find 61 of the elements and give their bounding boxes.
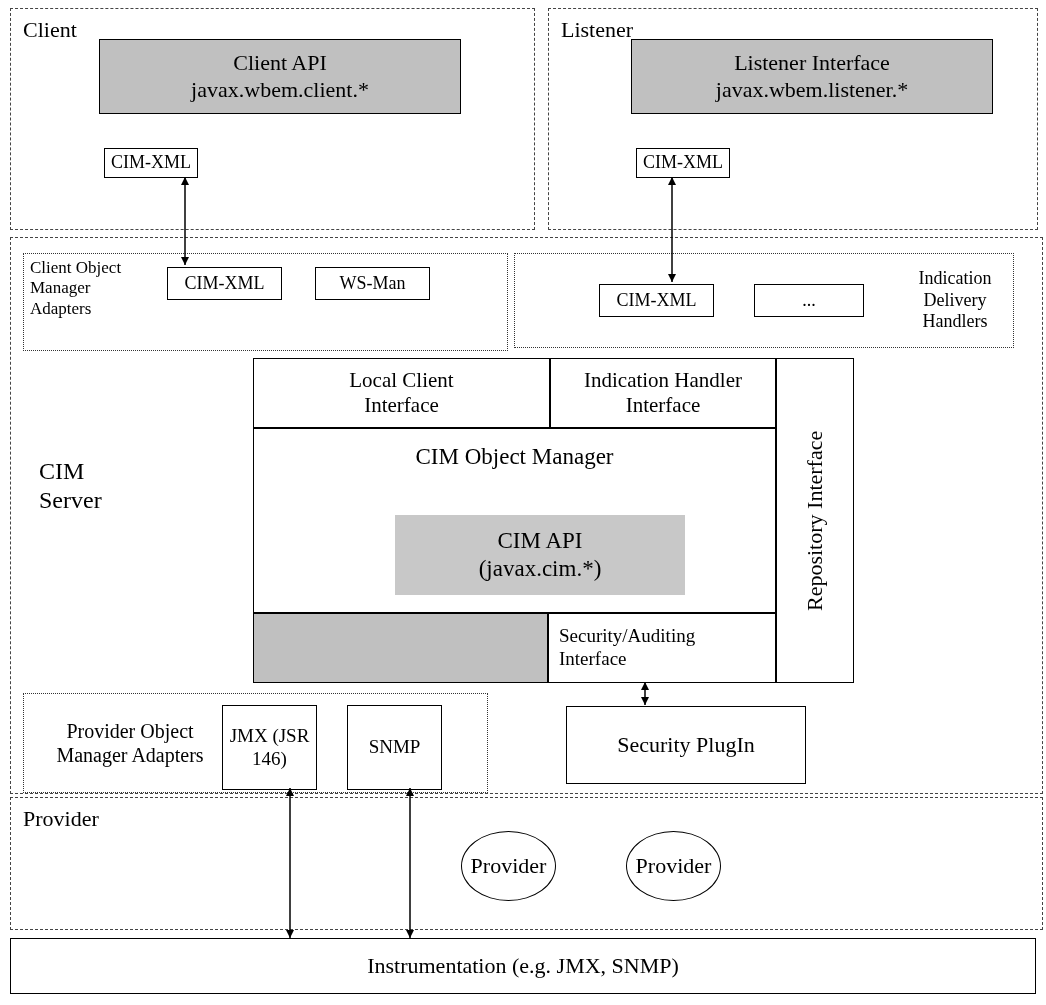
component-label: JMX (JSR 146): [229, 724, 310, 771]
dotted-group-box: [23, 253, 508, 351]
package-name: (javax.cim.*): [478, 555, 602, 583]
component-box: [599, 284, 714, 317]
double-arrow: [641, 681, 649, 706]
double-arrow: [668, 176, 676, 283]
component-label: CIM-XML: [111, 152, 191, 174]
component-box: [347, 705, 442, 790]
component-box: [315, 267, 430, 300]
component-label: ...: [802, 289, 816, 312]
component-box: [253, 428, 776, 613]
group-title: Listener: [561, 17, 634, 44]
component-label: SNMP: [368, 736, 421, 759]
group-title: Provider Object Manager Adapters: [55, 719, 205, 767]
group-title: Client Object Manager Adapters: [30, 258, 123, 320]
dotted-group-box: [514, 253, 1014, 348]
package-name: javax.wbem.listener.*: [715, 76, 909, 103]
dashed-region: [548, 8, 1038, 230]
shaded-box: [631, 39, 993, 114]
component-label: Local Client Interface: [348, 367, 455, 419]
component-box: [10, 938, 1036, 994]
component-box: [104, 148, 198, 178]
shaded-panel: [395, 515, 685, 595]
package-name: javax.wbem.client.*: [191, 76, 369, 103]
double-arrow: [286, 787, 294, 939]
component-box: [167, 267, 282, 300]
component-box: [776, 358, 854, 683]
component-label: Provider: [470, 852, 547, 880]
group-title: CIM Server: [39, 456, 103, 515]
dashed-region: [10, 237, 1043, 794]
shaded-box: [253, 613, 548, 683]
group-title: Client: [23, 17, 77, 44]
component-label: CIM-XML: [184, 272, 265, 295]
group-title: Indication Delivery Handlers: [917, 268, 993, 333]
component-label: CIM-XML: [616, 289, 697, 312]
dashed-region: [10, 8, 535, 230]
component-label: Client API: [233, 50, 327, 77]
component-label: Security PlugIn: [617, 731, 755, 759]
component-label: Repository Interface: [801, 429, 828, 613]
component-box: [636, 148, 730, 178]
component-label: Instrumentation (e.g. JMX, SNMP): [367, 952, 679, 980]
component-label: CIM API: [497, 527, 583, 555]
dotted-group-box: [23, 693, 488, 793]
component-box: [754, 284, 864, 317]
component-label: Indication Handler Interface: [583, 367, 743, 419]
component-label: CIM Object Manager: [415, 443, 614, 471]
component-box: [550, 358, 776, 428]
component-label: WS-Man: [339, 272, 406, 295]
component-box: [222, 705, 317, 790]
component-label: Security/Auditing Interface: [559, 625, 697, 671]
double-arrow: [406, 787, 414, 939]
shaded-box: [99, 39, 461, 114]
group-title: Provider: [23, 806, 99, 833]
component-label: CIM-XML: [643, 152, 723, 174]
component-box: [253, 358, 550, 428]
component-box: [566, 706, 806, 784]
component-box: [548, 613, 776, 683]
double-arrow: [181, 176, 189, 266]
dashed-region: [10, 797, 1043, 930]
component-label: Listener Interface: [734, 50, 890, 77]
component-label: Provider: [635, 852, 712, 880]
